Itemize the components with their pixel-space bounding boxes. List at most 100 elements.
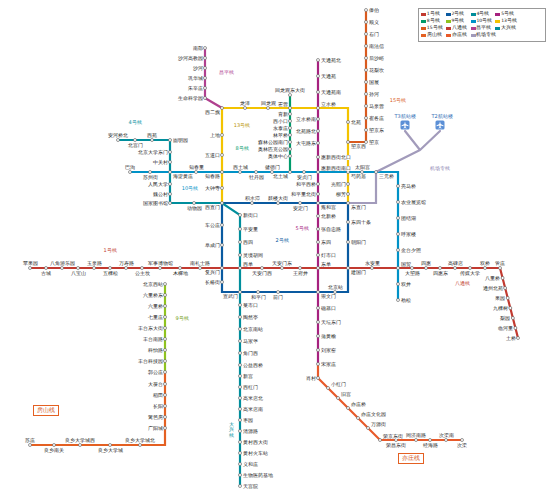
line-name: 5号线 <box>295 226 308 231</box>
station-name: 西直门 <box>205 205 220 210</box>
station-dot <box>317 363 320 366</box>
station-name: 枣园 <box>243 418 253 423</box>
station-name: 传媒大学 <box>460 271 480 276</box>
station-dot <box>199 267 202 270</box>
station-dot <box>425 267 428 270</box>
station-dot <box>317 183 320 186</box>
station-name: 圆明园 <box>173 138 188 143</box>
terminal-name: T2航站楼 <box>431 114 452 119</box>
station-dot <box>239 291 242 294</box>
station-dot <box>509 307 512 310</box>
legend-text: 9号线 <box>452 19 465 24</box>
legend-text: 大兴线 <box>501 26 516 31</box>
station-name: 南邵 <box>193 46 203 51</box>
station-dot <box>397 267 400 270</box>
station-dot <box>289 127 292 130</box>
station-name: 沙河 <box>193 66 203 71</box>
station-dot <box>454 267 457 270</box>
line-name: 大兴线 <box>229 422 234 439</box>
legend-item: 机场专线 <box>471 32 496 39</box>
station-name: 立水桥 <box>321 102 336 107</box>
station-dot <box>164 416 167 419</box>
station-name: 崇文门 <box>321 294 336 299</box>
station-dot <box>327 387 330 390</box>
station-dot <box>204 87 207 90</box>
line-name: 机场专线 <box>430 166 450 171</box>
station-dot <box>239 228 242 231</box>
station-name: 车公庄 <box>205 223 220 228</box>
station-dot <box>204 77 207 80</box>
legend-item: 大兴线 <box>495 25 520 32</box>
station-name: 双井 <box>401 282 411 287</box>
station-dot <box>164 360 167 363</box>
station-name: 五道口 <box>205 153 220 158</box>
station-name: 郭公庄 <box>148 370 163 375</box>
station-name: 花梨坎 <box>369 68 384 73</box>
line-name: 10号线 <box>182 186 198 191</box>
station-dot <box>239 171 242 174</box>
legend-swatch <box>495 20 500 23</box>
station-name: 八角游乐园 <box>50 261 75 266</box>
station-dot <box>239 474 242 477</box>
station-dot <box>347 141 350 144</box>
station-name: 新街口 <box>243 213 258 218</box>
station-dot <box>317 307 320 310</box>
station-dot <box>244 107 247 110</box>
station-dot <box>239 254 242 257</box>
station-dot <box>317 254 320 257</box>
station-dot <box>139 444 142 447</box>
line-tag: 亦庄线 <box>398 453 424 464</box>
station-name: 公益西桥 <box>243 363 263 368</box>
station-dot <box>365 9 368 12</box>
station-name: 北京南站 <box>243 327 263 332</box>
station-dot <box>267 107 270 110</box>
station-dot <box>317 202 320 205</box>
station-name: 上地 <box>210 133 220 138</box>
station-name: 柳芳 <box>336 192 346 197</box>
station-dot <box>371 267 374 270</box>
station-name: 西小口 <box>273 119 288 124</box>
station-dot <box>221 281 224 284</box>
station-name: 北苑路北 <box>296 129 316 134</box>
station-name: 北宫门 <box>128 143 143 148</box>
station-dot <box>29 267 32 270</box>
station-dot <box>365 129 368 132</box>
line-name: 2号线 <box>275 238 288 243</box>
station-name: 人民大学 <box>148 182 168 187</box>
station-dot <box>239 352 242 355</box>
legend-item: 2号线 <box>446 11 471 18</box>
station-name: 后沙峪 <box>369 56 384 61</box>
legend-item: 10号线 <box>471 18 496 25</box>
station-dot <box>164 394 167 397</box>
station-dot <box>445 439 448 442</box>
station-dot <box>164 349 167 352</box>
station-name: 张自忠路 <box>321 227 341 232</box>
station-dot <box>159 267 162 270</box>
station-name: 通州北苑 <box>483 286 503 291</box>
station-name: 天通苑北 <box>321 58 341 63</box>
station-dot <box>317 91 320 94</box>
station-name: 角门西 <box>243 351 258 356</box>
station-name: 八宝山 <box>71 271 86 276</box>
station-name: 北京西站 <box>143 282 163 287</box>
station-dot <box>117 139 120 142</box>
station-name: 巴沟 <box>125 165 135 170</box>
line-name: 1号线 <box>103 248 116 253</box>
station-name: 北苑 <box>351 120 361 125</box>
station-dot <box>239 214 242 217</box>
station-name: 国贸 <box>401 262 411 267</box>
station-dot <box>239 397 242 400</box>
station-name: 陶然亭 <box>243 315 258 320</box>
station-dot <box>239 408 242 411</box>
station-name: 良乡大学城 <box>98 448 123 453</box>
station-dot <box>204 67 207 70</box>
station-dot <box>29 444 32 447</box>
station-dot <box>239 419 242 422</box>
station-dot <box>501 277 504 280</box>
station-name: 天通苑 <box>321 74 336 79</box>
line-name: 9号线 <box>175 316 188 321</box>
station-name: 亦庄文化园 <box>361 412 386 417</box>
